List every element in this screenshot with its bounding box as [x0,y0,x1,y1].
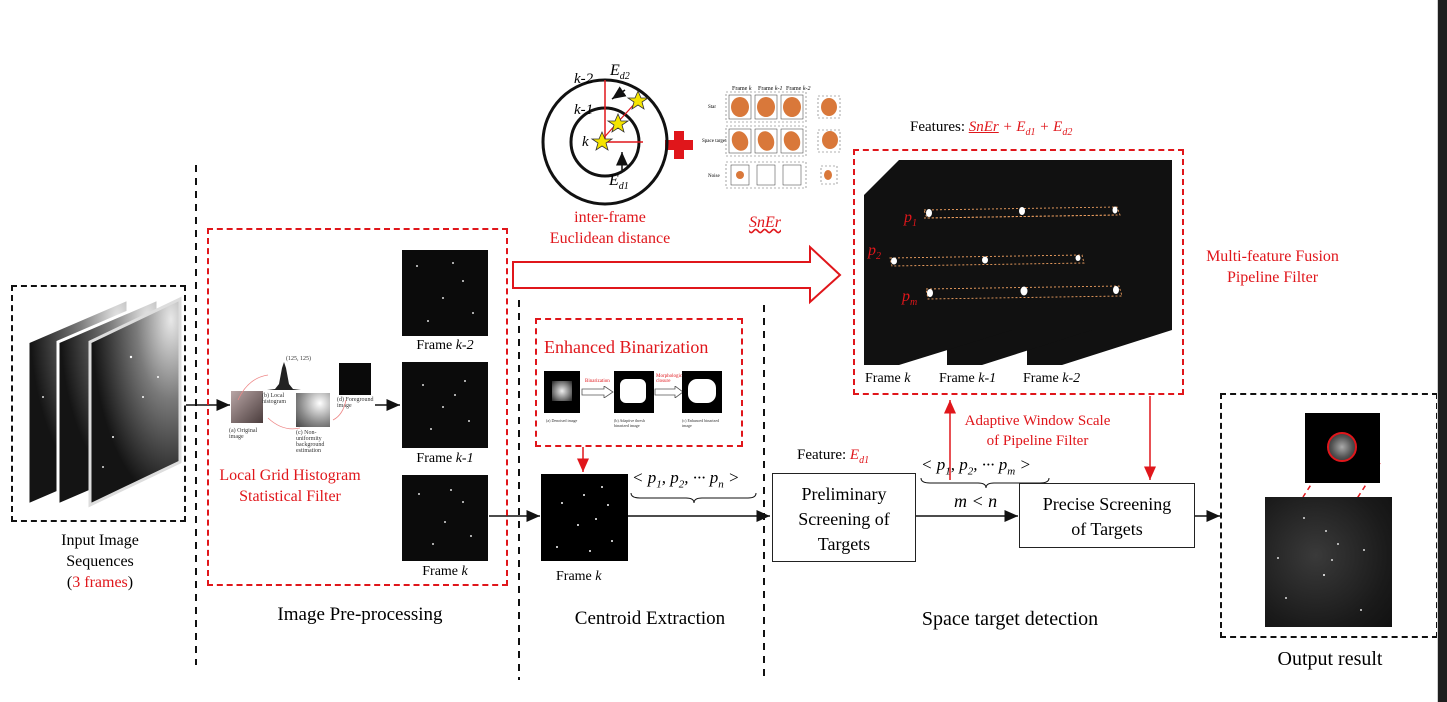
centroid-title: Centroid Extraction [574,608,726,629]
mini-histogram-icon [267,362,301,390]
pre-frame-k [402,475,488,561]
fusion-frame-k-caption: Frame k [865,371,911,386]
pre-frame-k-caption: Frame k [422,564,468,579]
scrollbar-edge [1437,0,1438,702]
svg-text:Frame k-1: Frame k-1 [758,86,783,92]
label-k: k [582,134,589,150]
binarization-box [535,318,743,447]
mini-background-image [296,393,330,427]
input-frame-stack [26,296,182,508]
adaptive-line2: of Pipeline Filter [986,433,1089,449]
features-formula: SnEr + Ed1 + Ed2 [968,119,1073,138]
bin-caption-2: (b) Adaptive thresh binarized image [614,418,645,428]
scrollbar[interactable] [1438,0,1447,702]
input-frame-3 [88,296,182,508]
interframe-caption-line1: inter-frame [574,209,646,226]
pre-frame-k1-caption: Frame k-1 [416,451,474,466]
star-icon-k1 [606,112,630,133]
input-label-line1: Input Image [61,532,139,549]
bin-adaptive-image [614,371,654,413]
fusion-pipeline: p1 p2 pm [864,160,1172,365]
centroid-frame-k [541,474,628,561]
frames-count: 3 frames [72,574,128,591]
bin-denoised-image [544,371,580,413]
detection-title: Space target detection [921,608,1099,630]
adaptive-line1: Adaptive Window Scale [964,413,1111,429]
sner-caption: SnEr [749,214,781,231]
svg-text:Space target: Space target [702,139,727,144]
relation-m-n: m < n [954,491,998,511]
svg-text:Frame k-2: Frame k-2 [786,86,811,92]
mini-original-image [231,391,263,423]
pre-frame-k1 [402,362,488,448]
mini-foreground-image [339,363,371,395]
fusion-frame-k [864,160,1012,365]
pre-frame-k2-caption: Frame k-2 [416,338,474,353]
bin-label-2: Morphological closure [656,374,686,384]
input-label-line2: Sequences [66,553,134,570]
input-label-line3: (3 frames) [66,574,134,591]
fusion-title-line1: Multi-feature Fusion [1206,248,1339,265]
fusion-frame-k1-caption: Frame k-1 [939,371,997,386]
mini-histogram-caption: (b) Local histogram [262,393,286,405]
sner-table: Frame k Frame k-1 Frame k-2 Star Space t… [702,86,841,189]
interframe-diagram [541,78,669,206]
fusion-box [853,149,1184,395]
precise-line1: Precise Screening [1042,494,1172,514]
output-frame-image [1265,497,1392,627]
svg-text:Noise: Noise [708,174,720,179]
mini-coords: (125, 125) [286,356,311,362]
pre-filter-line1: Local Grid Histogram [219,467,361,484]
label-ed1: Ed1 [609,172,629,193]
svg-text:Frame k: Frame k [732,86,752,92]
preprocessing-title: Image Pre-processing [277,604,443,625]
bin-caption-1: (a) Denoised image [546,418,578,423]
star-icon-k [590,130,614,151]
brace-n [630,492,757,504]
label-k2: k-2 [574,71,594,87]
big-arrow-to-fusion [512,244,842,305]
fusion-frame-k2-caption: Frame k-2 [1023,371,1081,386]
output-zoom-image [1305,413,1380,483]
mini-original-caption: (a) Original image [229,428,258,440]
pre-filter-line2: Statistical Filter [239,488,341,505]
preliminary-box: Preliminary Screening of Targets [772,473,916,562]
features-label: Features: SnEr + Ed1 + Ed2 [910,119,1072,138]
mini-background-caption: (c) Non-uniformity background estimation [296,430,325,454]
brace-m [920,477,1050,489]
plus-icon [665,131,693,159]
preprocessing-box [207,228,508,586]
preliminary-line1: Preliminary [801,484,887,504]
interframe-caption-line2: Euclidean distance [549,230,671,247]
bin-caption-3: (c) Enhanced binarized image [682,418,720,428]
fusion-title-line2: Pipeline Filter [1226,269,1319,286]
label-k1: k-1 [574,102,594,118]
preliminary-line2: Screening of [798,509,890,529]
mini-cycle-arrows [237,374,347,430]
pre-frame-k2 [402,250,488,336]
centroid-frame-k-caption: Frame k [556,569,602,584]
output-title: Output result [1277,648,1383,670]
set-m: < p1, p2, ··· pm > [921,455,1031,478]
set-n: < p1, p2, ··· pn > [632,468,740,491]
star-icon-k2 [626,89,650,110]
label-ed2: Ed2 [610,62,630,83]
bin-enhanced-image [682,371,722,413]
feature-ed1-label: Feature: Ed1 [797,447,870,466]
input-box [11,285,186,522]
preliminary-line3: Targets [817,534,871,554]
features-prefix: Features: [910,119,969,135]
bin-arrow-1 [581,386,614,398]
feature-prefix: Feature: [797,447,850,463]
precise-line2: of Targets [1071,519,1143,539]
binarization-title: Enhanced Binarization [544,337,709,357]
svg-text:Star: Star [708,105,716,110]
precise-box: Precise Screening of Targets [1019,483,1195,548]
bin-label-1: Binarization [585,379,610,384]
bin-arrow-2 [654,386,684,398]
